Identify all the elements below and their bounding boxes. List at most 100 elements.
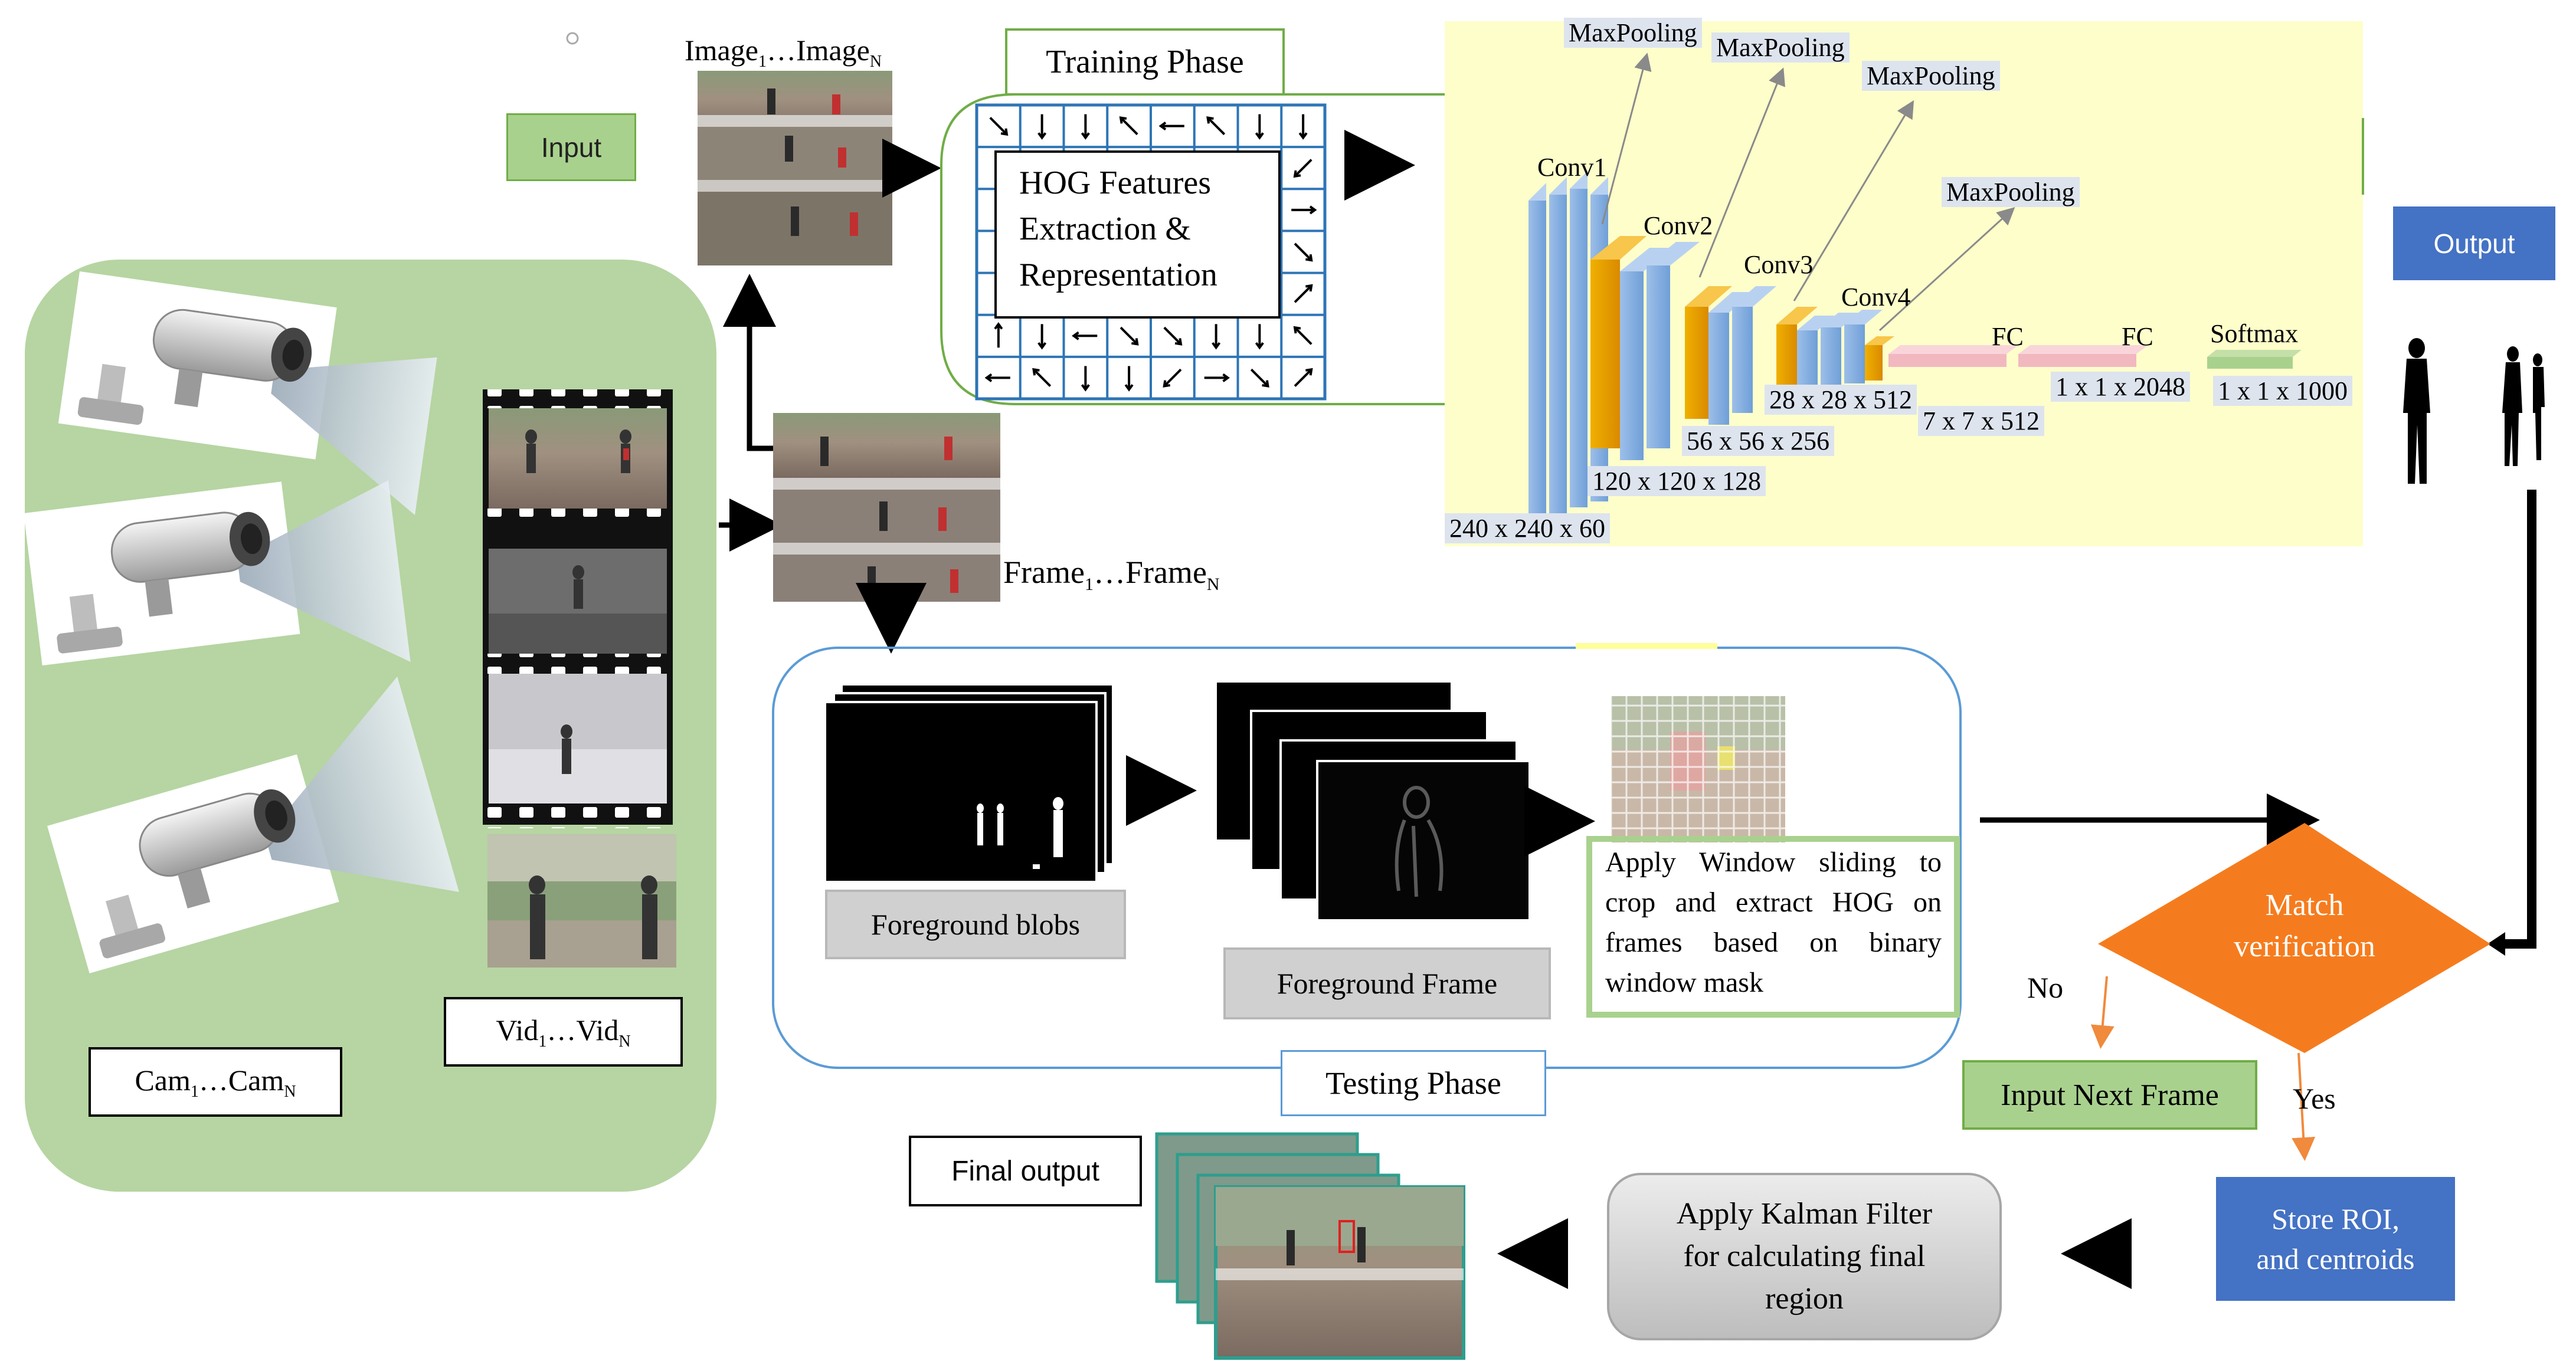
- dim-label-7: 1 x 1 x 1000: [2213, 376, 2352, 406]
- hog-gradient-arrow: [1072, 331, 1098, 340]
- input-next-frame-label: Input Next Frame: [2001, 1078, 2219, 1112]
- maxpool-connectors: [1601, 53, 2015, 332]
- hog-gradient-arrow: [1037, 324, 1047, 350]
- foreground-blobs-image: [824, 683, 1114, 883]
- images-label-main: Image: [685, 34, 758, 67]
- hog-gradient-arrow: [1081, 114, 1090, 140]
- conv3-label: Conv3: [1744, 250, 1814, 279]
- cameras-label-box: Cam1…CamN: [89, 1047, 342, 1117]
- conv2-label: Conv2: [1644, 211, 1713, 240]
- foreground-blobs-label: Foreground blobs: [825, 890, 1126, 959]
- hog-gradient-arrow: [1124, 366, 1134, 392]
- images-label-mid: …Image: [766, 34, 870, 67]
- match-line-1: Match: [2265, 888, 2344, 922]
- cctv-camera-icon: [58, 271, 437, 516]
- hog-gradient-arrow: [1163, 326, 1183, 346]
- hog-gradient-arrow: [1158, 122, 1184, 131]
- hog-gradient-arrow: [1294, 284, 1313, 303]
- maxpool-label-1: MaxPooling: [1564, 18, 1702, 48]
- hog-line-2: Extraction &: [1019, 211, 1191, 247]
- hog-gradient-arrow: [1250, 368, 1269, 388]
- cameras-label: Cam1…CamN: [135, 1063, 296, 1101]
- hog-line-3: Representation: [1019, 257, 1217, 293]
- conv1-block: [1528, 171, 1608, 519]
- conv4-label: Conv4: [1841, 283, 1911, 311]
- hog-gradient-arrow: [984, 373, 1010, 382]
- frames-label-main: Frame: [1003, 555, 1085, 590]
- hog-gradient-arrow: [989, 117, 1009, 136]
- maxpool-label-3: MaxPooling: [1862, 61, 2000, 91]
- dim-label-3: 56 x 56 x 256: [1682, 426, 1834, 456]
- cctv-camera-icon: [47, 676, 459, 973]
- hog-gradient-arrow: [1206, 116, 1226, 136]
- maxpool-label-4: MaxPooling: [1942, 177, 2080, 207]
- videos-label-subn: N: [618, 1032, 631, 1051]
- dim-label-6: 1 x 1 x 2048: [2051, 372, 2190, 402]
- hog-gradient-arrow: [1294, 368, 1313, 387]
- frames-stack: [773, 413, 1000, 602]
- arrow-yes: [2292, 1052, 2316, 1161]
- hog-gradient-arrow: [1293, 159, 1312, 178]
- hog-gradient-arrow: [1032, 368, 1052, 387]
- fc2-label: FC: [2122, 322, 2153, 351]
- hog-gradient-arrow: [994, 322, 1003, 348]
- store-line-2: and centroids: [2256, 1242, 2415, 1275]
- video-filmstrip: [483, 389, 676, 968]
- no-label: No: [2027, 971, 2064, 1004]
- softmax-label: Softmax: [2210, 319, 2299, 348]
- kalman-line-2: for calculating final: [1683, 1239, 1926, 1273]
- images-label-sub1: 1: [758, 53, 767, 71]
- window-text-frame: [1586, 836, 1960, 1018]
- yes-label: Yes: [2293, 1082, 2336, 1115]
- hog-gradient-arrow: [1037, 114, 1047, 140]
- images-stack: [698, 71, 892, 265]
- videos-label-box: Vid1…VidN: [444, 997, 683, 1067]
- hog-gradient-arrow: [1294, 242, 1313, 262]
- kalman-line-3: region: [1765, 1282, 1844, 1316]
- cnn-layers: [1528, 171, 2302, 519]
- cameras-label-main: Cam: [135, 1063, 191, 1097]
- videos-label-sub1: 1: [538, 1032, 547, 1051]
- person-silhouette-icon: [2403, 338, 2545, 484]
- hog-gradient-arrow: [1293, 326, 1312, 345]
- foreground-frame-image: [1215, 680, 1531, 921]
- videos-label-mid: …Vid: [546, 1013, 619, 1047]
- kalman-text: Apply Kalman Filter for calculating fina…: [1608, 1174, 2001, 1339]
- hog-gradient-arrow: [1081, 366, 1090, 392]
- hog-gradient-arrow: [1163, 368, 1182, 388]
- window-sliding-text: Apply Window sliding to crop and extract…: [1605, 842, 1942, 1002]
- final-output-label: Final output: [951, 1155, 1099, 1187]
- match-verification-diamond: [2098, 823, 2490, 1053]
- cctv-camera-icon: [23, 480, 411, 666]
- hog-gradient-arrow: [1212, 324, 1221, 350]
- arrow-frames-to-images: [723, 274, 776, 451]
- match-line-2: verification: [2234, 930, 2375, 963]
- input-box: Input: [506, 113, 636, 181]
- dim-label-1: 240 x 240 x 60: [1445, 513, 1610, 543]
- hog-gradient-arrow: [1255, 324, 1264, 350]
- hog-gradient-arrow: [1120, 326, 1139, 346]
- input-next-frame-box: Input Next Frame: [1962, 1060, 2257, 1130]
- sliding-window-image: [1611, 696, 1785, 855]
- training-title-tab: [1005, 28, 1285, 96]
- cameras-label-sub1: 1: [190, 1082, 199, 1101]
- maxpool-label-2: MaxPooling: [1711, 32, 1850, 63]
- frames-label-sub1: 1: [1084, 574, 1094, 594]
- images-label: Image1…ImageN: [685, 29, 932, 71]
- input-label: Input: [541, 132, 602, 163]
- cameras-label-subn: N: [284, 1082, 296, 1101]
- kalman-line-1: Apply Kalman Filter: [1676, 1197, 1933, 1231]
- hog-gradient-arrow: [1119, 116, 1138, 136]
- arrow-no: [2090, 976, 2115, 1049]
- hog-text-box: HOG Features Extraction & Representation: [994, 150, 1281, 319]
- kalman-box-shape: [1607, 1173, 2002, 1340]
- output-box: Output: [2393, 206, 2555, 280]
- store-line-1: Store ROI,: [2271, 1202, 2400, 1235]
- foreground-frame-label: Foreground Frame: [1223, 947, 1551, 1019]
- videos-label-main: Vid: [496, 1013, 539, 1047]
- videos-label: Vid1…VidN: [496, 1013, 630, 1051]
- cameras-label-mid: …Cam: [198, 1063, 284, 1097]
- output-label: Output: [2433, 228, 2515, 259]
- hog-line-1: HOG Features: [1019, 165, 1212, 201]
- frames-label: Frame1…FrameN: [1003, 552, 1275, 594]
